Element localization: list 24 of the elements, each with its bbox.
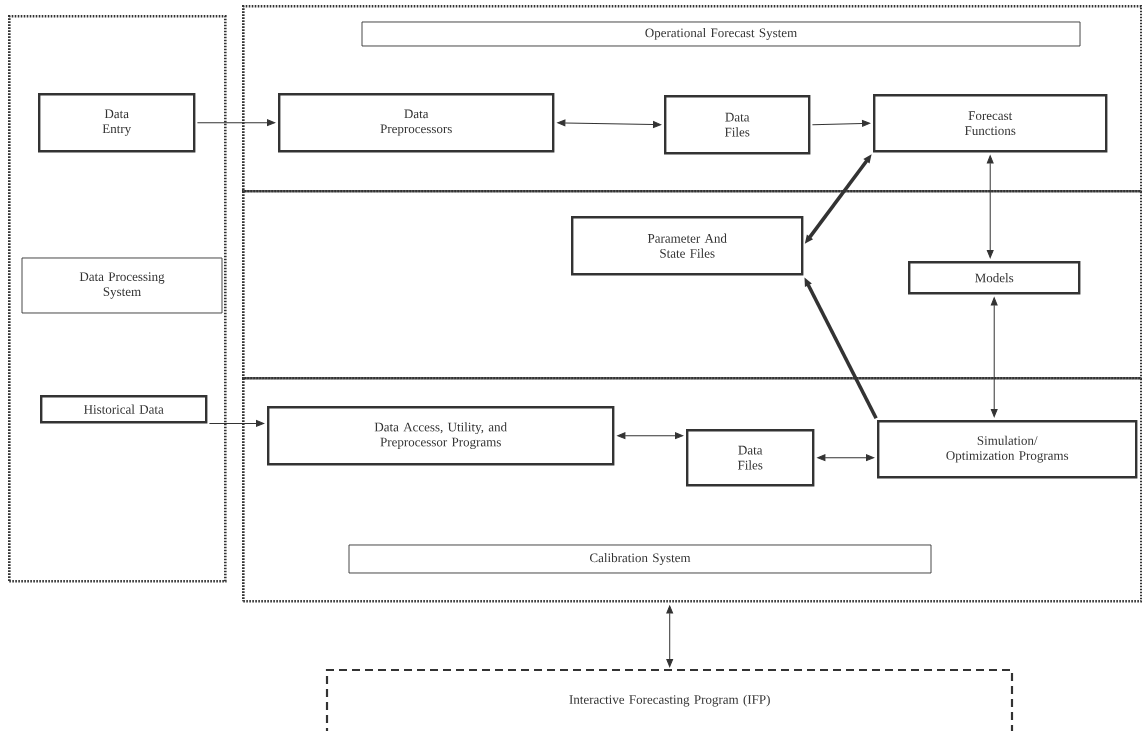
- process-box: Simulation/ Optimization Programs: [877, 420, 1138, 479]
- title-box: Operational Forecast System: [361, 21, 1081, 47]
- process-box: Forecast Functions: [873, 94, 1108, 153]
- title-box: Calibration System: [348, 544, 932, 574]
- arrow: [208, 420, 265, 427]
- arrow: [990, 297, 998, 418]
- arrow: [666, 605, 674, 668]
- process-box: Models: [908, 261, 1081, 295]
- title-box: Data Processing System: [21, 257, 223, 314]
- arrow: [811, 120, 871, 127]
- process-box: Parameter And State Files: [571, 216, 804, 276]
- process-box: Data Access, Utility, and Preprocessor Programs: [267, 406, 615, 466]
- arrow: [617, 432, 684, 440]
- region-frame: [242, 190, 1142, 380]
- arrow: [557, 119, 662, 128]
- process-box: Historical Data: [40, 395, 208, 424]
- dashed-box: Interactive Forecasting Program (IFP): [325, 668, 1014, 731]
- arrow: [196, 119, 276, 127]
- process-box: Data Preprocessors: [278, 93, 555, 153]
- process-box: Data Files: [686, 429, 815, 487]
- process-box: Data Entry: [38, 93, 196, 153]
- arrow: [817, 454, 875, 462]
- process-box: Data Files: [664, 95, 811, 155]
- arrow: [986, 155, 994, 259]
